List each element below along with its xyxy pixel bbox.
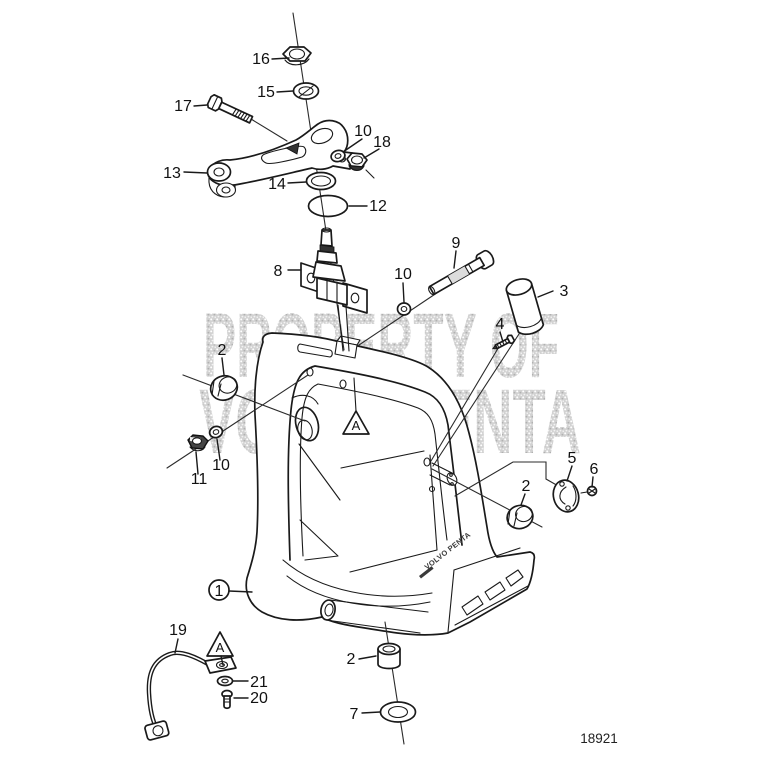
nut-16 <box>282 46 312 66</box>
callout-18: 18 <box>373 134 391 151</box>
callout-13: 13 <box>163 165 181 182</box>
o-ring-12 <box>307 194 349 218</box>
strap-triangle-letter: A <box>216 640 225 655</box>
callout-14: 14 <box>268 176 286 193</box>
callout-20: 20 <box>250 690 268 707</box>
washer-7 <box>379 701 417 723</box>
callout-11: 11 <box>191 471 208 488</box>
callout-labels: 16 15 17 13 10 18 14 12 8 9 10 3 4 2 10 … <box>163 51 598 723</box>
washer-21 <box>216 675 234 687</box>
callout-21: 21 <box>250 674 268 691</box>
callout-6: 6 <box>590 461 599 478</box>
washer-10-left <box>208 425 224 439</box>
bushing-2-bottom <box>377 642 401 670</box>
callout-4: 4 <box>496 316 505 333</box>
callout-7: 7 <box>350 706 359 723</box>
callout-8: 8 <box>274 263 283 280</box>
screw-4 <box>491 334 516 350</box>
callout-12: 12 <box>369 198 387 215</box>
callout-leader-lines <box>174 57 594 714</box>
callout-10-pin: 10 <box>394 266 412 283</box>
callout-16: 16 <box>252 51 270 68</box>
washer-10-pin <box>396 302 412 316</box>
screw-20 <box>221 689 233 710</box>
callout-1: 1 <box>215 583 224 600</box>
callout-2-left: 2 <box>218 342 227 359</box>
callout-17: 17 <box>174 98 192 115</box>
callout-2-bottom: 2 <box>347 651 356 668</box>
callout-2-right: 2 <box>522 478 531 495</box>
steering-arm-13 <box>206 119 353 198</box>
drawing-number: 18921 <box>580 731 618 746</box>
body-triangle-letter: A <box>352 418 361 433</box>
callout-10-left: 10 <box>212 457 230 474</box>
pin-9 <box>428 249 495 296</box>
callout-5: 5 <box>568 450 577 467</box>
bracket-8 <box>300 227 368 352</box>
callout-9: 9 <box>452 235 461 252</box>
washer-14 <box>305 171 337 191</box>
callout-3: 3 <box>560 283 569 300</box>
screw-6 <box>580 485 598 497</box>
ground-strap-19 <box>144 650 237 741</box>
nut-11 <box>187 434 209 452</box>
nut-18 <box>346 152 375 179</box>
cover-plate-5 <box>552 479 580 513</box>
callout-10-arm: 10 <box>354 123 372 140</box>
cylinder-3 <box>505 278 545 336</box>
body-triangle-marker: A <box>342 377 370 435</box>
body-logo-dash <box>419 566 434 579</box>
washer-15 <box>292 82 320 100</box>
callout-19: 19 <box>169 622 187 639</box>
callout-15: 15 <box>257 84 275 101</box>
bolt-17 <box>206 93 254 124</box>
washer-10-arm <box>330 149 346 163</box>
strap-triangle-marker: A <box>206 631 234 666</box>
bushing-2-left <box>209 374 239 402</box>
bushing-2-right <box>506 504 534 530</box>
callout-1-circled: 1 <box>208 579 230 601</box>
